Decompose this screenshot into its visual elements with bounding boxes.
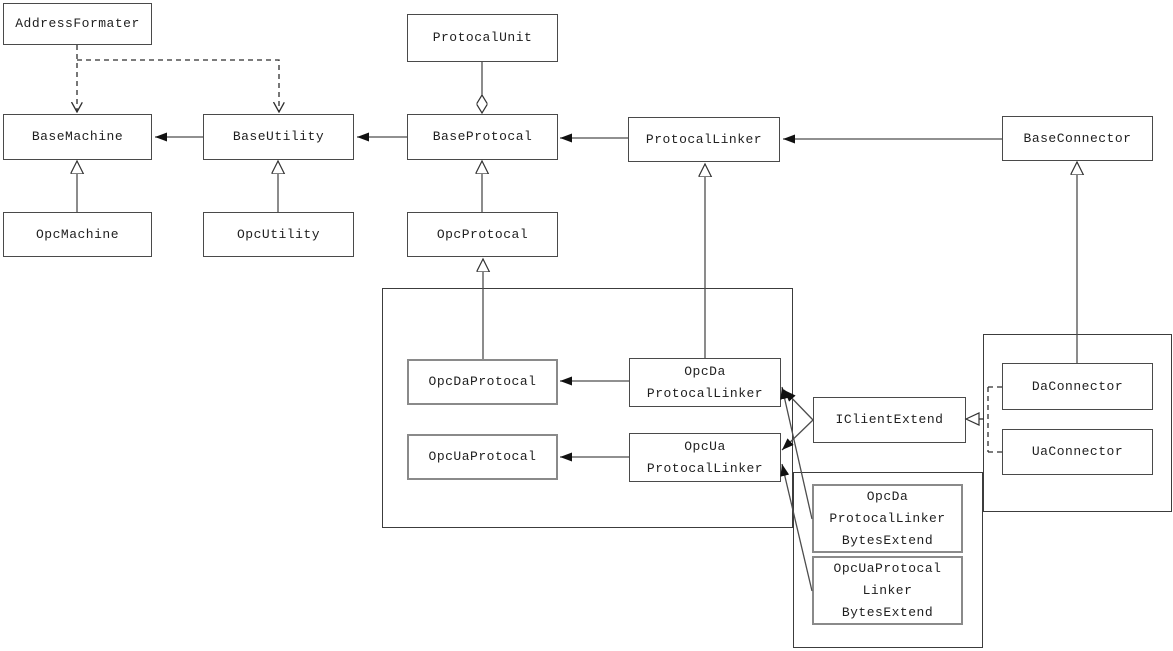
class-label-line: ProtocalLinker	[646, 460, 764, 476]
class-box-base-connector: BaseConnector	[1002, 116, 1153, 161]
class-label-line: BytesExtend	[841, 532, 934, 548]
class-box-opc-machine: OpcMachine	[3, 212, 152, 257]
class-box-ua-connector: UaConnector	[1002, 429, 1153, 475]
class-box-base-machine: BaseMachine	[3, 114, 152, 160]
class-label: OpcProtocal	[436, 226, 529, 242]
class-label-line: OpcUa	[684, 438, 726, 454]
class-box-opc-ua-protocal-linker: OpcUa ProtocalLinker	[629, 433, 781, 482]
class-label-line: ProtocalLinker	[646, 385, 764, 401]
class-label-line: ProtocalLinker	[829, 510, 946, 526]
class-label-line: OpcUaProtocal	[833, 560, 942, 576]
class-label: BaseUtility	[232, 129, 325, 144]
class-label-line: BytesExtend	[841, 604, 934, 620]
container-connector-group	[983, 334, 1172, 512]
class-box-opc-da-protocal-linker: OpcDa ProtocalLinker	[629, 358, 781, 407]
class-label: OpcUtility	[236, 226, 320, 242]
class-box-i-client-extend: IClientExtend	[813, 397, 966, 443]
class-box-address-formater: AddressFormater	[3, 3, 152, 45]
class-label-line: OpcDa	[684, 363, 726, 379]
class-box-protocal-linker: ProtocalLinker	[628, 117, 780, 162]
class-label: BaseMachine	[31, 129, 124, 144]
class-label: UaConnector	[1031, 444, 1124, 459]
class-box-opc-ua-protocal: OpcUaProtocal	[407, 434, 558, 480]
class-label-line: OpcDa	[866, 488, 909, 504]
class-box-opc-ua-protocal-linker-bytes-extend: OpcUaProtocal Linker BytesExtend	[812, 556, 963, 625]
class-label: OpcDaProtocal	[428, 374, 537, 389]
class-box-base-protocal: BaseProtocal	[407, 114, 558, 160]
class-label: OpcMachine	[35, 226, 119, 242]
edge-addressformater-baseutility-dependency	[77, 59, 279, 112]
class-label: ProtocalLinker	[645, 131, 763, 147]
class-label: IClientExtend	[835, 412, 944, 427]
class-box-opc-utility: OpcUtility	[203, 212, 354, 257]
class-label: BaseConnector	[1023, 130, 1132, 146]
class-label: OpcUaProtocal	[428, 449, 537, 464]
class-box-base-utility: BaseUtility	[203, 114, 354, 160]
class-box-da-connector: DaConnector	[1002, 363, 1153, 410]
class-label: DaConnector	[1031, 378, 1124, 394]
container-opc-protocal-group	[382, 288, 793, 528]
class-label: AddressFormater	[15, 16, 140, 31]
class-box-protocal-unit: ProtocalUnit	[407, 14, 558, 62]
class-label-line: Linker	[862, 582, 913, 598]
class-label: BaseProtocal	[432, 129, 533, 144]
class-label: ProtocalUnit	[432, 30, 533, 45]
class-box-opc-da-protocal: OpcDaProtocal	[407, 359, 558, 405]
class-box-opc-da-protocal-linker-bytes-extend: OpcDa ProtocalLinker BytesExtend	[812, 484, 963, 553]
class-box-opc-protocal: OpcProtocal	[407, 212, 558, 257]
